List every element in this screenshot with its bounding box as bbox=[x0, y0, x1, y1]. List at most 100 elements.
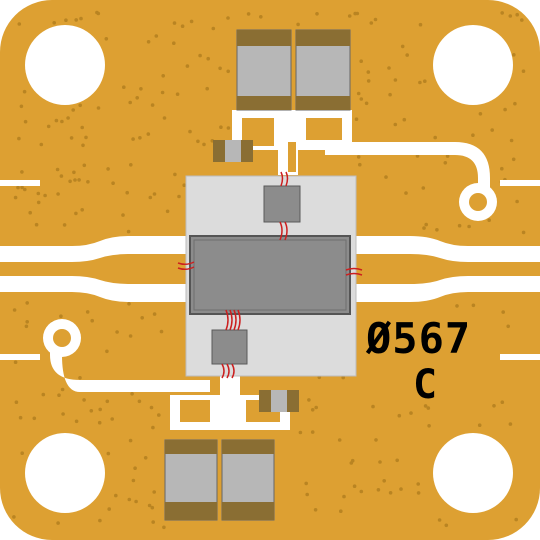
via-dot bbox=[86, 180, 90, 184]
via-dot bbox=[105, 349, 109, 354]
test-pad-bottom-left bbox=[53, 329, 71, 347]
via-dot bbox=[128, 334, 133, 338]
mounting-hole-top-left bbox=[25, 25, 105, 105]
via-dot bbox=[73, 178, 77, 182]
via-dot bbox=[56, 192, 60, 196]
via-dot bbox=[359, 59, 364, 63]
via-dot bbox=[393, 78, 398, 82]
via-dot bbox=[307, 398, 311, 402]
via-dot bbox=[165, 209, 170, 214]
via-dot bbox=[39, 142, 44, 147]
via-dot bbox=[509, 138, 514, 143]
via-dot bbox=[298, 430, 303, 435]
via-dot bbox=[521, 230, 526, 235]
via-dot bbox=[366, 70, 371, 74]
via-dot bbox=[423, 404, 428, 408]
via-dot bbox=[371, 404, 375, 409]
via-dot bbox=[133, 466, 137, 471]
via-dot bbox=[471, 303, 476, 308]
via-dot bbox=[128, 438, 133, 443]
via-dot bbox=[435, 228, 439, 232]
via-dot bbox=[152, 192, 157, 196]
via-dot bbox=[79, 16, 83, 21]
via-dot bbox=[388, 92, 392, 97]
via-dot bbox=[259, 14, 263, 19]
mounting-hole-bottom-left bbox=[25, 433, 105, 513]
via-dot bbox=[202, 142, 206, 147]
via-dot bbox=[46, 124, 51, 129]
via-dot bbox=[427, 424, 431, 428]
via-dot bbox=[246, 12, 251, 16]
via-dot bbox=[146, 132, 151, 136]
via-dot bbox=[59, 174, 64, 178]
via-dot bbox=[490, 128, 495, 132]
via-dot bbox=[34, 222, 39, 227]
via-dot bbox=[508, 14, 513, 18]
die-small-top bbox=[263, 185, 301, 223]
via-dot bbox=[352, 484, 357, 489]
via-dot bbox=[64, 18, 68, 23]
via-dot bbox=[356, 155, 361, 159]
resistor-top bbox=[213, 140, 253, 162]
via-dot bbox=[74, 18, 78, 22]
via-dot bbox=[17, 136, 21, 141]
via-dot bbox=[341, 375, 346, 380]
via-dot bbox=[69, 136, 74, 140]
via-dot bbox=[36, 191, 41, 196]
via-dot bbox=[506, 324, 511, 329]
via-dot bbox=[521, 69, 526, 73]
via-dot bbox=[512, 53, 516, 57]
mounting-hole-bottom-right bbox=[433, 433, 513, 513]
via-dot bbox=[74, 211, 78, 216]
via-dot bbox=[80, 208, 84, 212]
via-dot bbox=[310, 430, 315, 434]
via-dot bbox=[16, 185, 20, 190]
via-dot bbox=[500, 400, 505, 405]
via-dot bbox=[41, 392, 46, 397]
via-dot bbox=[89, 409, 94, 413]
via-dot bbox=[32, 416, 37, 421]
via-dot bbox=[369, 21, 374, 25]
via-dot bbox=[400, 44, 405, 49]
via-dot bbox=[147, 503, 152, 508]
via-dot bbox=[382, 479, 387, 483]
via-dot bbox=[131, 478, 136, 483]
via-dot bbox=[433, 135, 438, 140]
via-dot bbox=[356, 91, 361, 96]
via-dot bbox=[98, 407, 102, 412]
via-dot bbox=[500, 11, 505, 15]
via-dot bbox=[139, 87, 143, 91]
via-dot bbox=[122, 85, 126, 89]
via-dot bbox=[395, 458, 400, 463]
via-dot bbox=[189, 19, 194, 24]
via-dot bbox=[421, 186, 426, 190]
via-dot bbox=[399, 487, 403, 491]
via-dot bbox=[52, 21, 56, 25]
bottom-capacitors bbox=[164, 439, 275, 521]
via-dot bbox=[72, 170, 76, 175]
via-dot bbox=[314, 405, 319, 410]
via-dot bbox=[24, 324, 29, 329]
via-dot bbox=[56, 521, 60, 525]
via-dot bbox=[437, 518, 442, 522]
via-dot bbox=[23, 187, 27, 192]
via-dot bbox=[13, 360, 18, 365]
via-dot bbox=[513, 101, 517, 106]
via-dot bbox=[444, 523, 449, 528]
via-dot bbox=[185, 64, 190, 68]
revision-label: C bbox=[413, 362, 438, 408]
capacitor-bottom-right bbox=[221, 439, 275, 521]
via-dot bbox=[97, 420, 102, 425]
via-dot bbox=[127, 497, 132, 502]
via-dot bbox=[148, 195, 153, 200]
via-dot bbox=[151, 425, 155, 430]
via-dot bbox=[146, 40, 151, 44]
via-dot bbox=[218, 66, 222, 71]
via-dot bbox=[81, 143, 85, 148]
via-dot bbox=[342, 494, 346, 499]
via-dot bbox=[28, 210, 32, 215]
via-dot bbox=[515, 199, 519, 204]
via-dot bbox=[305, 492, 310, 497]
via-dot bbox=[54, 118, 59, 123]
